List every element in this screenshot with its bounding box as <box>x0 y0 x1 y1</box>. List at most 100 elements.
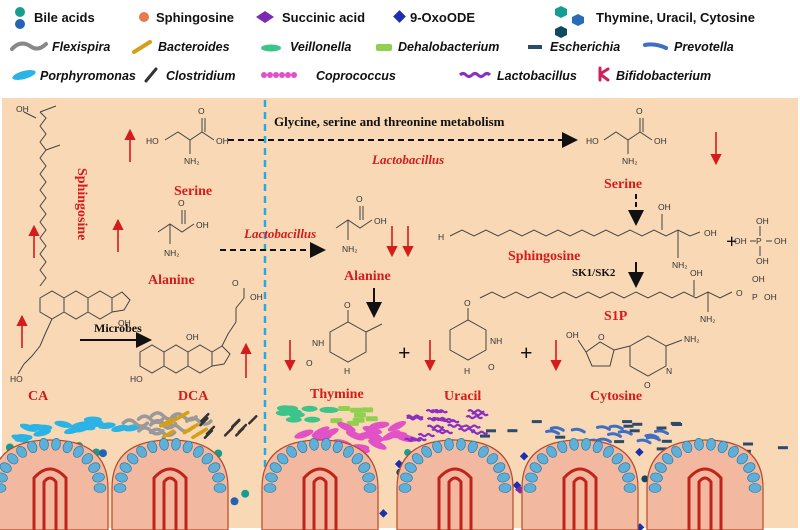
lactobacillus-bacterium <box>465 415 484 420</box>
escherichia-bacterium <box>480 434 490 438</box>
dehalobacterium-bacterium <box>361 407 374 413</box>
alanine-left-label: Alanine <box>148 273 195 288</box>
sphingosine-vertical-structure: OH <box>16 104 61 287</box>
escherichia-bacterium <box>623 424 634 428</box>
legend-dehalobacterium: Dehalobacterium <box>398 40 499 54</box>
thymine-icon <box>555 6 567 18</box>
atom-h: H <box>438 232 444 242</box>
atom-ho: HO <box>146 136 159 146</box>
escherichia-bacterium <box>743 442 753 446</box>
epithelial-cell <box>467 440 478 454</box>
epithelial-cell <box>171 438 181 451</box>
atom-oh: OH <box>186 332 199 342</box>
epithelial-cell <box>478 445 489 458</box>
epithelial-cell <box>93 483 107 493</box>
porphyromonas-bacterium <box>54 420 73 428</box>
lactobacillus-bacterium <box>467 409 485 414</box>
epithelial-cell <box>743 462 756 473</box>
atom-o: O <box>232 278 239 288</box>
escherichia-bacterium <box>507 429 518 433</box>
dehalobacterium-icon <box>376 44 392 51</box>
veillonella-bacterium <box>301 405 318 412</box>
bile-acid-icon <box>15 19 25 29</box>
capillary <box>162 476 178 530</box>
epithelial-cell <box>0 483 7 493</box>
epithelial-cell <box>88 462 101 473</box>
epithelial-cell <box>208 462 221 473</box>
epithelial-cell <box>193 445 204 458</box>
lactobacillus-bacterium <box>426 417 445 422</box>
atom-o: O <box>356 194 363 204</box>
oxoode-marker <box>519 451 529 461</box>
escherichia-bacterium <box>661 439 672 443</box>
villus <box>646 438 764 530</box>
epithelial-cell <box>51 438 61 451</box>
escherichia-bacterium <box>777 446 788 450</box>
s1p-structure: OH NH₂ O P OH OH <box>479 268 777 324</box>
epithelial-cell <box>269 462 282 473</box>
epithelial-cell <box>671 445 682 458</box>
legend-succinic-acid: Succinic acid <box>282 10 365 25</box>
epithelial-cell <box>622 472 635 483</box>
epithelial-cell <box>400 472 413 483</box>
lactobacillus-bacterium <box>426 424 445 429</box>
thymine-label: Thymine <box>310 387 364 402</box>
epithelial-cell <box>661 453 674 465</box>
lactobacillus-label-2: Lactobacillus <box>243 226 316 241</box>
atom-nh2: NH₂ <box>684 334 700 344</box>
ca-label: CA <box>28 389 49 404</box>
atom-o: O <box>636 106 643 116</box>
atom-o: O <box>488 362 495 372</box>
legend-veillonella: Veillonella <box>290 40 351 54</box>
oxoode-marker <box>635 447 644 457</box>
atom-o: O <box>736 288 743 298</box>
epithelial-cell <box>263 483 277 493</box>
capillary <box>312 476 328 530</box>
clostridium-bacterium <box>203 429 214 440</box>
epithelial-cell <box>546 445 557 458</box>
porphyromonas-bacterium <box>97 422 116 430</box>
bacteroides-bacterium <box>164 417 178 427</box>
porphyromonas-bacterium <box>83 417 102 425</box>
epithelial-cell <box>411 453 424 465</box>
villi-layer <box>0 438 764 530</box>
clostridium-bacterium <box>199 416 209 427</box>
glycine-pathway-title: Glycine, serine and threonine metabolism <box>274 114 505 129</box>
atom-h: H <box>344 366 350 376</box>
serine-right-structure: HO O OH NH₂ <box>586 106 667 166</box>
atom-o: O <box>306 358 313 368</box>
capillary <box>42 476 58 530</box>
uracil-label: Uracil <box>444 389 481 404</box>
bacteroides-bacterium <box>159 418 173 428</box>
escherichia-bacterium <box>555 435 566 439</box>
coprococcus-bacterium <box>362 426 383 435</box>
serine-right-label: Serine <box>604 177 642 192</box>
dehalobacterium-bacterium <box>353 412 366 418</box>
metabolite-dot <box>99 449 107 458</box>
epithelial-cell <box>0 462 12 473</box>
atom-oh: OH <box>16 104 29 114</box>
atom-oh: OH <box>734 236 747 246</box>
plus-sign: + <box>726 231 737 253</box>
epithelial-cell <box>493 462 506 473</box>
coprococcus-bacterium <box>294 429 314 439</box>
prevotella-bacterium <box>654 429 669 435</box>
coprococcus-icon <box>261 72 297 78</box>
epithelial-cell <box>147 440 158 454</box>
epithelial-cell <box>119 462 132 473</box>
epithelial-cell <box>115 472 128 483</box>
atom-oh: OH <box>566 330 579 340</box>
prevotella-bacterium <box>595 425 611 431</box>
sphingosine-right-label: Sphingosine <box>508 249 580 264</box>
epithelial-cell <box>0 472 8 483</box>
atom-oh: OH <box>704 228 717 238</box>
porphyromonas-bacterium <box>33 429 51 437</box>
dca-structure: O OH HO OH <box>130 278 263 384</box>
epithelial-cell <box>706 438 716 451</box>
dehalobacterium-bacterium <box>350 407 363 413</box>
epithelial-cell <box>6 453 19 465</box>
sphingosine-icon <box>139 12 149 22</box>
epithelial-cell <box>351 453 364 465</box>
lactobacillus-bacterium <box>447 423 465 428</box>
legend-porphyromonas: Porphyromonas <box>40 69 136 83</box>
